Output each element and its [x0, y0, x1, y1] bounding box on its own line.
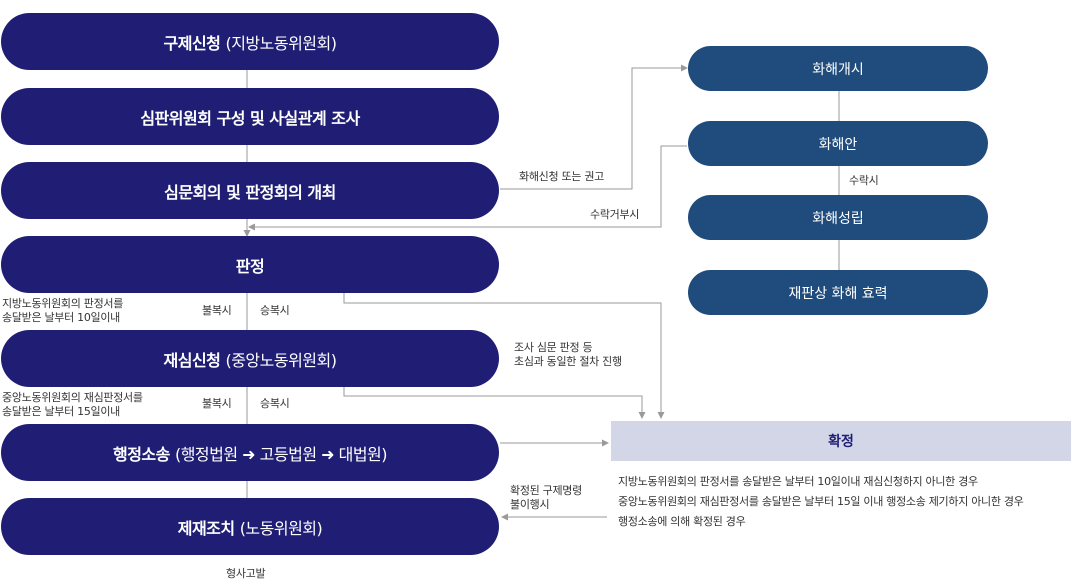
settlement-start: 화해개시: [688, 46, 988, 91]
step-sanction: 제재조치 (노동위원회): [1, 498, 499, 555]
step-administrative-litigation: 행정소송 (행정법원 ➜ 고등법원 ➜ 대법원): [1, 424, 499, 481]
condition-item: 지방노동위원회의 판정서를 송달받은 날부터 10일이내 재심신청하지 아니한 …: [618, 475, 978, 488]
step-remedy-application: 구제신청 (지방노동위원회): [1, 13, 499, 70]
step-panel-investigation: 심판위원회 구성 및 사실관계 조사: [1, 88, 499, 145]
label-dissatisfied-2: 불복시: [202, 397, 232, 410]
label-win: 승복시: [260, 304, 290, 317]
step-review-application: 재심신청 (중앙노동위원회): [1, 330, 499, 387]
condition-item: 행정소송에 의해 확정된 경우: [618, 515, 746, 528]
label-accept: 수락시: [849, 174, 879, 187]
condition-item: 중앙노동위원회의 재심판정서를 송달받은 날부터 15일 이내 행정소송 제기하…: [618, 495, 1024, 508]
label-criminal-complaint: 형사고발: [226, 567, 266, 580]
step-judgment: 판정: [1, 236, 499, 293]
confirmation-conditions: 지방노동위원회의 판정서를 송달받은 날부터 10일이내 재심신청하지 아니한 …: [618, 472, 1024, 532]
label-reject: 수락거부시: [590, 208, 640, 221]
label-settlement-request: 화해신청 또는 권고: [519, 170, 604, 183]
step-hearing-meeting: 심문회의 및 판정회의 개최: [1, 162, 499, 219]
label-win-2: 승복시: [260, 397, 290, 410]
label-dissatisfied: 불복시: [202, 304, 232, 317]
settlement-proposal: 화해안: [688, 121, 988, 166]
judicial-settlement-effect: 재판상 화해 효력: [688, 270, 988, 315]
confirmation-box: 확정: [611, 421, 1071, 461]
settlement-concluded: 화해성립: [688, 195, 988, 240]
